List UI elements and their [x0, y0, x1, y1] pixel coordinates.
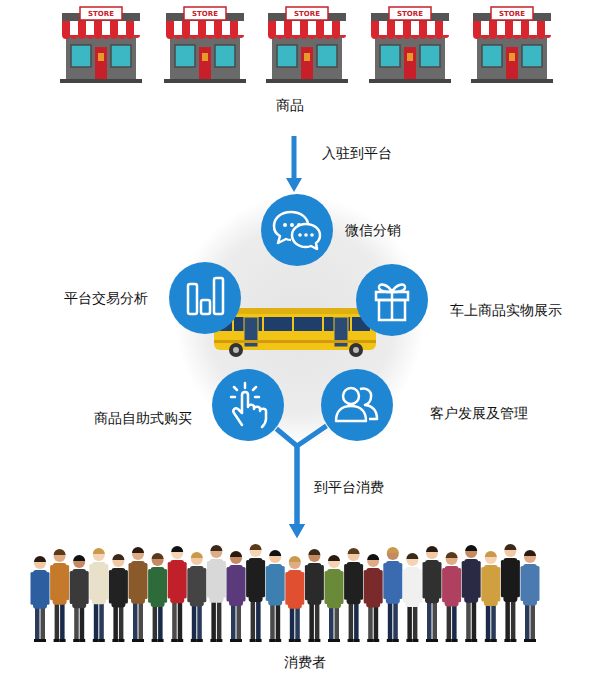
person	[521, 550, 540, 642]
person	[70, 555, 89, 642]
group-label: 商品	[276, 96, 304, 114]
person	[266, 550, 285, 642]
crowd	[31, 544, 540, 642]
person	[129, 547, 148, 642]
person	[227, 551, 246, 642]
feature-circle: 客户发展及管理	[321, 369, 393, 441]
bus	[214, 308, 376, 357]
consumer-group: 消费者	[20, 542, 586, 682]
person	[168, 546, 187, 642]
person	[501, 544, 520, 642]
store-sign: STORE	[88, 10, 114, 18]
feature-label: 客户发展及管理	[430, 404, 528, 422]
feature-icon	[321, 369, 393, 441]
person	[109, 554, 128, 642]
feature-circle: 商品自助式购买	[212, 369, 284, 441]
feature-icon	[212, 369, 284, 441]
person	[148, 553, 167, 642]
merchant-group: 商品	[40, 0, 566, 120]
person	[285, 556, 304, 642]
person	[423, 546, 442, 642]
person	[187, 552, 206, 642]
store-row	[60, 7, 553, 83]
feature-icon	[356, 264, 428, 336]
group-label: 消费者	[284, 653, 326, 671]
person	[325, 555, 344, 642]
feature-label: 平台交易分析	[64, 289, 148, 307]
person	[305, 549, 324, 642]
feature-circle: 车上商品实物展示	[356, 264, 428, 336]
feature-icon	[261, 194, 333, 266]
store-sign: STORE	[192, 10, 218, 18]
person	[207, 545, 226, 642]
store-sign: STORE	[294, 10, 320, 18]
feature-circle: 微信分销	[261, 194, 333, 266]
flow-label: 入驻到平台	[320, 144, 394, 162]
feature-label: 微信分销	[345, 221, 401, 239]
feature-label: 商品自助式购买	[94, 409, 192, 427]
person	[344, 548, 363, 642]
person	[364, 554, 383, 642]
flow-label: 到平台消费	[312, 478, 386, 496]
person	[89, 548, 108, 642]
store-sign: STORE	[499, 10, 525, 18]
feature-circle: 平台交易分析	[169, 262, 241, 334]
person	[383, 547, 402, 642]
person	[31, 556, 50, 642]
person	[50, 549, 69, 642]
person	[442, 552, 461, 642]
feature-label: 车上商品实物展示	[450, 301, 562, 319]
person	[403, 553, 422, 642]
person	[462, 545, 481, 642]
feature-icon	[169, 262, 241, 334]
flow-arrow	[286, 136, 302, 192]
person	[481, 551, 500, 642]
person	[246, 544, 265, 642]
store-sign: STORE	[397, 10, 423, 18]
